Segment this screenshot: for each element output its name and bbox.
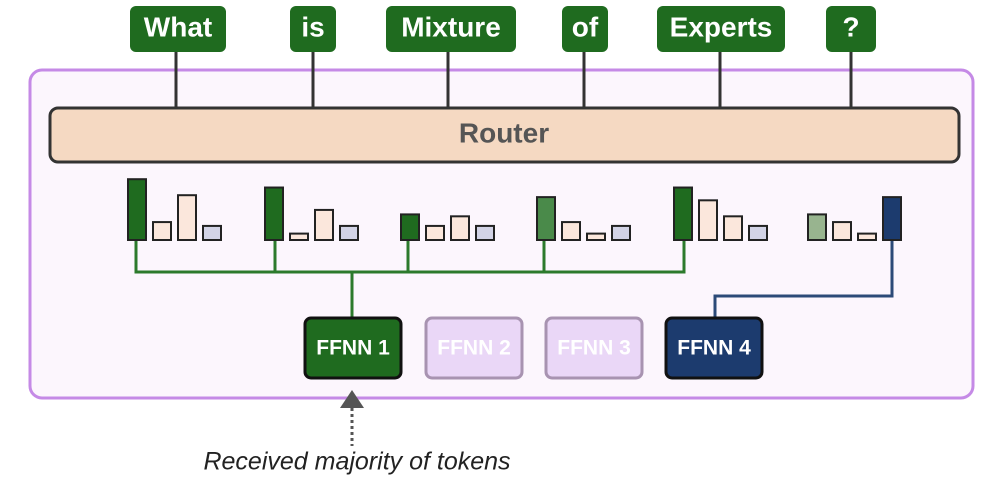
probability-bar [561,221,581,242]
probability-bar [152,221,172,242]
expert-label: FFNN 3 [557,337,631,360]
token-question: ? [826,6,876,52]
probability-bar [536,196,556,241]
token-label: is [301,11,324,42]
token-label: What [144,11,212,42]
probability-bar [857,232,877,242]
expert-ffnn3: FFNN 3 [544,316,644,380]
token-label: ? [842,11,859,42]
probability-bar [748,224,768,241]
token-of: of [562,6,608,52]
probability-bar [807,213,827,241]
annotation-text: Received majority of tokens [203,448,510,476]
token-label: Mixture [401,11,501,42]
router: Router [48,106,961,164]
probability-bar [289,232,309,242]
expert-ffnn1: FFNN 1 [303,316,403,380]
probability-bar [673,186,693,242]
expert-label: FFNN 2 [437,337,511,360]
expert-ffnn4: FFNN 4 [664,316,764,380]
probability-bar [723,215,743,242]
routing-lines-ffnn1 [134,240,686,320]
probability-bar [475,224,495,241]
probability-bar [400,213,420,241]
probability-bar [450,215,470,242]
probability-bar [611,224,631,241]
expert-label: FFNN 4 [677,337,751,360]
probability-bar [832,221,852,242]
token-experts: Experts [657,6,785,52]
probability-bar [202,224,222,241]
token-label: of [572,11,599,42]
annotation-arrow [340,390,364,446]
router-probability-bars [127,178,902,242]
router-label: Router [459,117,549,148]
probability-bar [586,232,606,242]
probability-bar [882,196,902,241]
expert-label: FFNN 1 [316,337,390,360]
token-what: What [130,6,226,52]
probability-bar [264,186,284,242]
token-connector-lines [174,50,853,110]
probability-bar [127,178,147,241]
arrow-head-icon [340,390,364,408]
token-row: What is Mixture of Experts ? [130,6,876,52]
expert-row: FFNN 1 FFNN 2 FFNN 3 FFNN 4 [303,316,764,380]
probability-bar [698,199,718,242]
routing-line-ffnn4 [713,240,894,320]
probability-bar [339,224,359,241]
token-label: Experts [670,11,773,42]
probability-bar [177,194,197,241]
expert-ffnn2: FFNN 2 [424,316,524,380]
probability-bar [314,208,334,241]
probability-bar [425,224,445,241]
token-is: is [290,6,336,52]
token-mixture: Mixture [386,6,516,52]
